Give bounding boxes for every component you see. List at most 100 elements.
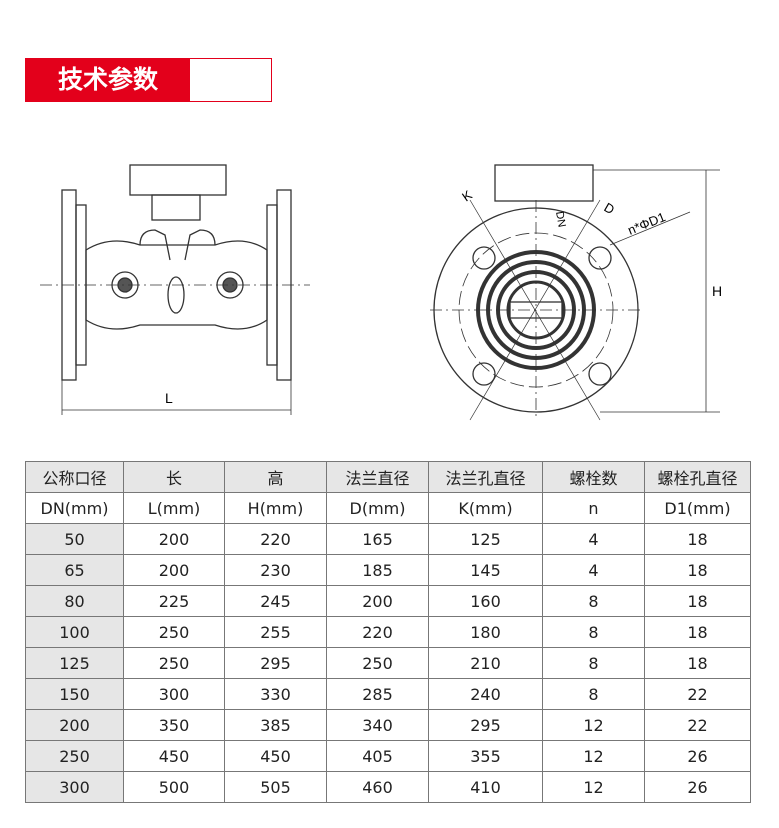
table-cell: 125 (25, 647, 124, 679)
header-cell: 公称口径 (25, 461, 124, 493)
label-dn: DN (553, 210, 568, 228)
table-cell: 340 (326, 709, 429, 741)
unit-cell: D1(mm) (644, 492, 751, 524)
unit-cell: DN(mm) (25, 492, 124, 524)
table-cell: 240 (428, 678, 543, 710)
table-cell: 80 (25, 585, 124, 617)
table-cell: 295 (428, 709, 543, 741)
table-cell: 355 (428, 740, 543, 772)
table-cell: 300 (123, 678, 225, 710)
table-cell: 8 (542, 616, 645, 648)
unit-cell: L(mm) (123, 492, 225, 524)
table-cell: 18 (644, 616, 751, 648)
table-cell: 505 (224, 771, 327, 803)
table-cell: 12 (542, 709, 645, 741)
table-cell: 300 (25, 771, 124, 803)
spec-table: 公称口径 长 高 法兰直径 法兰孔直径 螺栓数 螺栓孔直径 DN(mm)L(mm… (25, 461, 751, 803)
table-cell: 225 (123, 585, 225, 617)
unit-cell: D(mm) (326, 492, 429, 524)
table-cell: 200 (326, 585, 429, 617)
header-cell: 高 (224, 461, 327, 493)
table-cell: 12 (542, 771, 645, 803)
table-cell: 8 (542, 647, 645, 679)
table-cell: 65 (25, 554, 124, 586)
table-cell: 285 (326, 678, 429, 710)
unit-cell: n (542, 492, 645, 524)
table-cell: 160 (428, 585, 543, 617)
header-cell: 法兰孔直径 (428, 461, 543, 493)
table-cell: 26 (644, 771, 751, 803)
front-view (430, 164, 720, 421)
table-cell: 8 (542, 585, 645, 617)
table-cell: 185 (326, 554, 429, 586)
table-cell: 50 (25, 523, 124, 555)
side-view (40, 164, 310, 415)
table-cell: 350 (123, 709, 225, 741)
header-cell: 法兰直径 (326, 461, 429, 493)
table-cell: 22 (644, 709, 751, 741)
table-cell: 230 (224, 554, 327, 586)
table-cell: 250 (123, 616, 225, 648)
table-cell: 165 (326, 523, 429, 555)
table-cell: 26 (644, 740, 751, 772)
table-cell: 220 (224, 523, 327, 555)
table-cell: 200 (25, 709, 124, 741)
table-cell: 22 (644, 678, 751, 710)
table-cell: 450 (224, 740, 327, 772)
technical-drawing: L K D DN n*ΦD1 H (40, 164, 722, 421)
header-row: 公称口径 长 高 法兰直径 法兰孔直径 螺栓数 螺栓孔直径 (25, 461, 751, 493)
table-cell: 200 (123, 554, 225, 586)
table-cell: 500 (123, 771, 225, 803)
table-cell: 125 (428, 523, 543, 555)
table-cell: 100 (25, 616, 124, 648)
table-cell: 4 (542, 554, 645, 586)
table-cell: 180 (428, 616, 543, 648)
label-bolt-hole: n*ΦD1 (626, 209, 668, 238)
label-d: D (602, 200, 618, 218)
table-cell: 210 (428, 647, 543, 679)
table-cell: 245 (224, 585, 327, 617)
table-cell: 12 (542, 740, 645, 772)
table-cell: 250 (123, 647, 225, 679)
unit-cell: H(mm) (224, 492, 327, 524)
table-cell: 385 (224, 709, 327, 741)
table-cell: 18 (644, 523, 751, 555)
header-cell: 长 (123, 461, 225, 493)
table-cell: 18 (644, 647, 751, 679)
table-cell: 18 (644, 554, 751, 586)
header-cell: 螺栓数 (542, 461, 645, 493)
table-cell: 4 (542, 523, 645, 555)
table-cell: 18 (644, 585, 751, 617)
table-cell: 330 (224, 678, 327, 710)
label-h: H (712, 283, 722, 299)
table-cell: 250 (326, 647, 429, 679)
section-title: 技术参数 (26, 59, 190, 101)
section-banner: 技术参数 (25, 58, 272, 102)
table-cell: 200 (123, 523, 225, 555)
table-cell: 145 (428, 554, 543, 586)
table-cell: 255 (224, 616, 327, 648)
table-cell: 410 (428, 771, 543, 803)
table-cell: 250 (25, 740, 124, 772)
unit-cell: K(mm) (428, 492, 543, 524)
table-cell: 8 (542, 678, 645, 710)
header-cell: 螺栓孔直径 (644, 461, 751, 493)
label-l: L (165, 390, 173, 406)
table-cell: 220 (326, 616, 429, 648)
table-cell: 405 (326, 740, 429, 772)
table-cell: 295 (224, 647, 327, 679)
label-k: K (459, 187, 475, 204)
table-cell: 460 (326, 771, 429, 803)
table-cell: 150 (25, 678, 124, 710)
table-cell: 450 (123, 740, 225, 772)
